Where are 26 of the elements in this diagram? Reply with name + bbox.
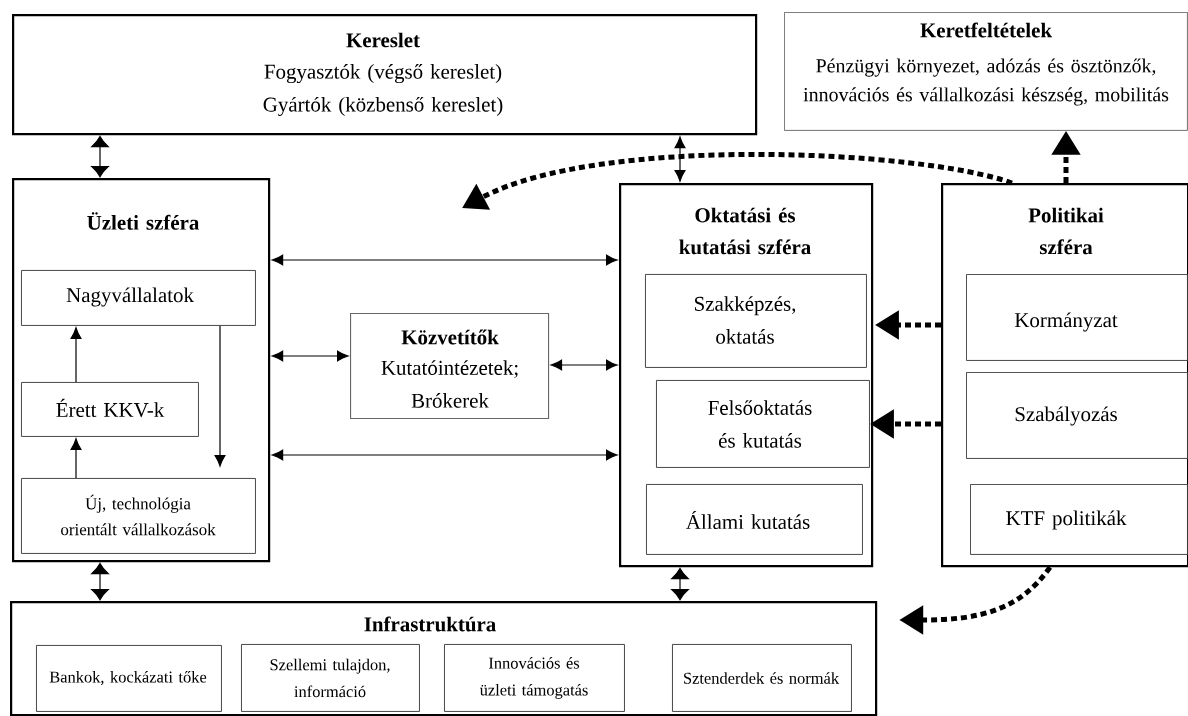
arrow bbox=[70, 438, 82, 479]
process-box: Innovációs és üzleti támogatás bbox=[444, 644, 625, 712]
process-box: Felsőoktatás és kutatás bbox=[656, 380, 870, 468]
arrow bbox=[91, 562, 109, 601]
process-box: Bankok, kockázati tőke bbox=[36, 645, 222, 712]
process-box: KTF politikák bbox=[970, 484, 1188, 555]
process-box: Érett KKV-k bbox=[21, 382, 199, 437]
process-box: Közvetítők Kutatóintézetek; Brókerek bbox=[350, 313, 550, 420]
arrow bbox=[674, 136, 686, 182]
process-box: Szellemi tulajdon, információ bbox=[241, 644, 420, 712]
process-box: Nagyvállalatok bbox=[21, 270, 256, 326]
arrow bbox=[91, 135, 109, 178]
process-box: Szakképzés, oktatás bbox=[645, 274, 867, 368]
arrow bbox=[271, 350, 349, 362]
arrow bbox=[214, 325, 226, 467]
process-box: Sztenderdek és normák bbox=[672, 644, 852, 712]
arrow bbox=[70, 327, 82, 383]
arrow bbox=[671, 567, 689, 601]
process-box: Szabályozás bbox=[966, 372, 1188, 459]
arrow bbox=[271, 254, 618, 266]
arrow bbox=[271, 449, 618, 461]
arrow bbox=[550, 359, 618, 371]
process-box: Új, technológia orientált vállalkozások bbox=[21, 478, 256, 554]
condition-box: Keretfeltételek Pénzügyi környezet, adózás és ösztönzők, innovációs és vállalkozási készség, mobilitás bbox=[784, 12, 1188, 131]
process-box: Kormányzat bbox=[966, 274, 1188, 361]
process-box: Állami kutatás bbox=[646, 484, 863, 555]
